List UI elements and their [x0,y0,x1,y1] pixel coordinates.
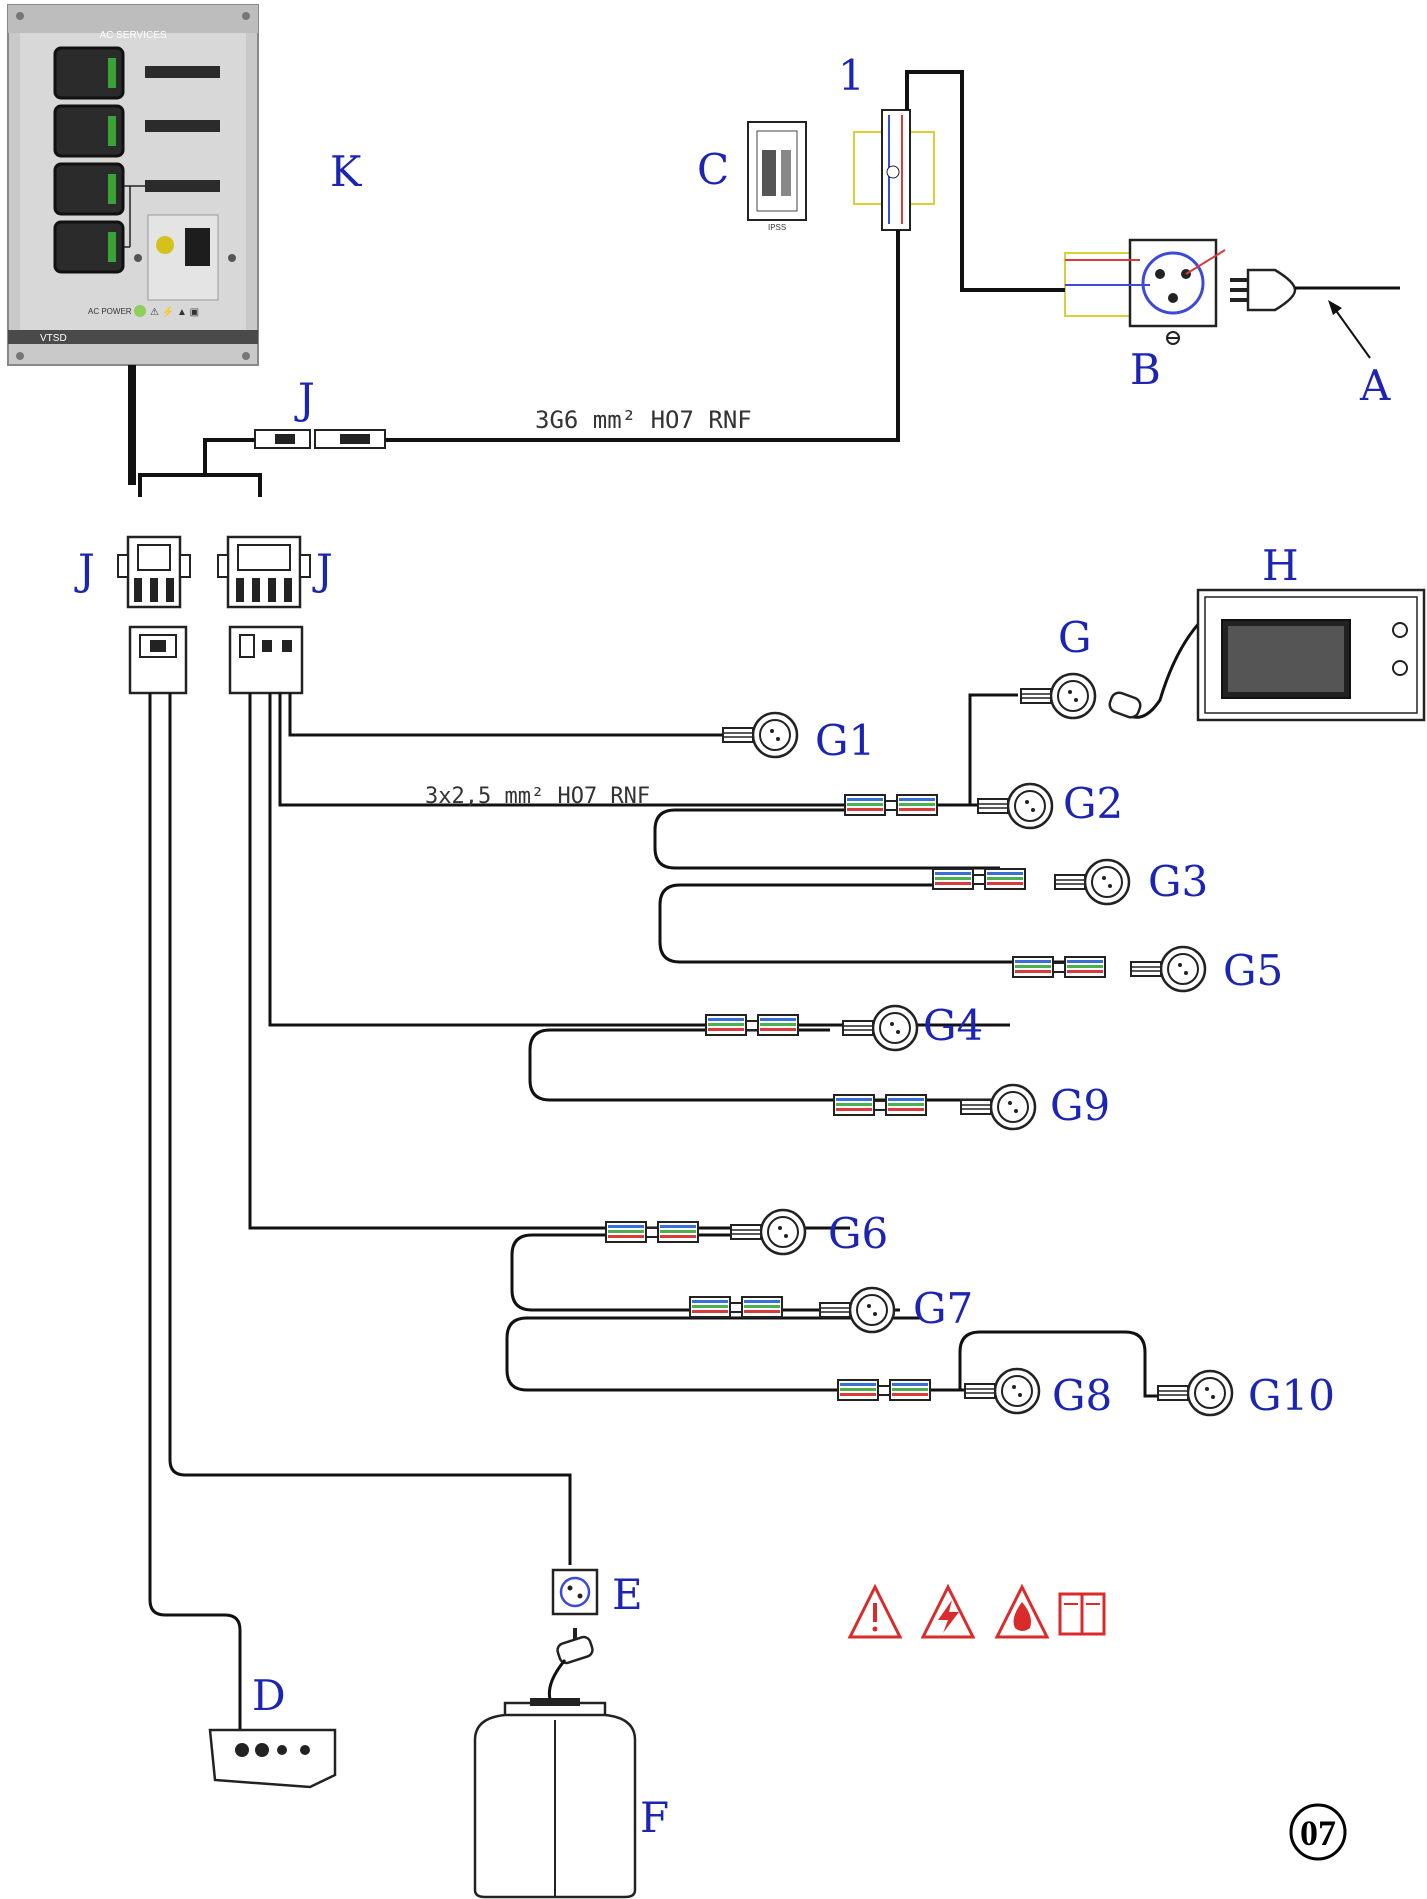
gas-bottle-f [473,1628,637,1899]
label-j-left: J [74,545,95,594]
label-d: D [252,1671,286,1720]
inlet-socket-b [1064,238,1226,345]
inline-connector-g9 [833,1094,927,1116]
main-wiring [138,70,1065,497]
page-number-badge: 07 [1289,1803,1347,1861]
panel-switch-3[interactable] [53,162,125,216]
rcd-breaker[interactable] [147,214,219,301]
inline-connector-g3 [932,868,1026,890]
label-k: K [330,147,363,196]
warning-icon [847,1583,903,1639]
label-g2: G2 [1063,779,1123,828]
panel-mini-icons: ⚠ ⚡ ▲ ▣ [150,305,199,318]
j-connector-top [254,429,386,449]
unit-d [208,1728,337,1789]
ac-power-text: AC POWER [88,307,132,316]
socket-g9-icon [959,1083,1037,1131]
label-g3: G3 [1148,857,1208,906]
socket-g1-icon [721,711,799,759]
device-c-label: IPSS [768,223,786,232]
inline-connector-g2 [844,794,938,816]
j-connector-left [117,535,191,695]
label-g9: G9 [1050,1081,1110,1130]
panel-switch-4[interactable] [53,220,125,274]
power-led [134,305,146,317]
inline-connector-g5 [1012,956,1106,978]
socket-e [551,1568,599,1616]
device-c: IPSS [747,121,807,232]
manual-icon [1058,1592,1106,1636]
label-g6: G6 [828,1209,888,1258]
socket-g3-icon [1053,858,1131,906]
panel-footer: VTSD [40,333,67,344]
microwave-h [1108,588,1426,722]
label-j-top: J [294,374,315,423]
label-g4: G4 [923,1001,983,1050]
inline-connector-g7 [689,1296,783,1318]
panel-header: AC SERVICES [99,30,166,41]
label-j-right: J [312,545,333,594]
arrow-a [1328,300,1371,359]
socket-g4-icon [841,1004,919,1052]
switch-label-plate-1 [145,66,220,78]
label-1: 1 [838,51,865,100]
switch-label-plate-3 [145,180,220,192]
socket-g7-icon [818,1286,896,1334]
panel-switch-2[interactable] [53,104,125,158]
fire-hazard-icon [994,1583,1050,1639]
label-g: G [1058,613,1092,662]
label-h: H [1262,541,1299,590]
label-f: F [640,1793,669,1842]
label-g10: G10 [1248,1371,1335,1420]
label-g7: G7 [913,1284,973,1333]
inline-connector-g6 [605,1221,699,1243]
label-a: A [1359,361,1391,410]
socket-g6-icon [729,1208,807,1256]
ac-services-panel: AC SERVICES VTSD [7,4,259,366]
electric-hazard-icon [920,1583,976,1639]
label-g8: G8 [1052,1371,1112,1420]
label-b: B [1130,345,1161,394]
breaker-unit [853,109,935,231]
switch-label-plate-2 [145,120,220,132]
panel-switch-1[interactable] [53,46,125,100]
socket-g8-icon [963,1367,1041,1415]
socket-g10-icon [1156,1369,1234,1417]
inline-connector-g8 [837,1379,931,1401]
label-e: E [612,1570,643,1619]
label-g1: G1 [815,716,875,765]
socket-g-icon [1019,672,1097,720]
mains-plug [1230,268,1400,312]
j-connector-right [217,535,311,695]
label-c: C [697,145,729,194]
label-g5: G5 [1223,946,1283,995]
cable-main-label: 3G6 mm² HO7 RNF [535,406,752,434]
inline-connector-g4 [705,1014,799,1036]
page-number: 07 [1300,1813,1336,1853]
cable-branch-label: 3x2,5 mm² HO7 RNF [425,784,650,809]
socket-g2-icon [976,782,1054,830]
socket-g5-icon [1129,945,1207,993]
